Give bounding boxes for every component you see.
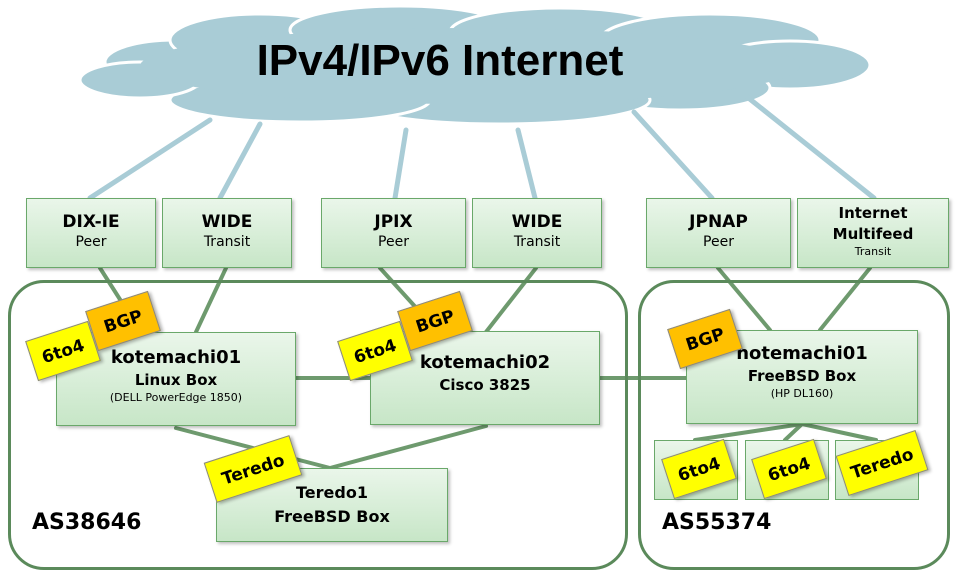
upstream-type: Transit (854, 245, 892, 258)
router-name: kotemachi01 (110, 347, 242, 368)
upstream-name: JPIX (374, 212, 413, 232)
router-hardware: (HP DL160) (770, 387, 834, 400)
upstream-wide-2: WIDE Transit (472, 198, 602, 268)
upstream-jpnap: JPNAP Peer (646, 198, 791, 268)
upstream-name-line1: Internet (838, 204, 908, 222)
as-group-38646 (8, 280, 628, 570)
router-model: FreeBSD Box (274, 507, 390, 526)
as-label-38646: AS38646 (32, 510, 142, 535)
upstream-name: WIDE (511, 212, 563, 232)
router-model: Linux Box (134, 371, 218, 389)
internet-cloud-title: IPv4/IPv6 Internet (256, 36, 624, 85)
upstream-type: Transit (513, 234, 561, 250)
as-label-55374: AS55374 (662, 510, 772, 535)
router-model: Cisco 3825 (439, 376, 531, 394)
as-group-55374 (638, 280, 950, 570)
upstream-name: WIDE (201, 212, 253, 232)
upstream-jpix: JPIX Peer (321, 198, 466, 268)
router-model: FreeBSD Box (747, 367, 857, 385)
upstream-dix-ie: DIX-IE Peer (26, 198, 156, 268)
router-name: notemachi01 (736, 343, 868, 364)
upstream-wide-1: WIDE Transit (162, 198, 292, 268)
router-name: kotemachi02 (419, 352, 551, 373)
upstream-name-line2: Multifeed (832, 225, 914, 243)
upstream-type: Peer (378, 234, 409, 250)
upstream-name: DIX-IE (62, 212, 120, 232)
upstream-name: JPNAP (689, 212, 748, 232)
router-kotemachi02: kotemachi02 Cisco 3825 (370, 331, 600, 425)
upstream-internet-multifeed: Internet Multifeed Transit (797, 198, 949, 268)
router-name: Teredo1 (296, 483, 368, 502)
upstream-type: Peer (703, 234, 734, 250)
router-teredo1: Teredo1 FreeBSD Box (216, 468, 448, 542)
internal-links (98, 266, 878, 470)
router-hardware: (DELL PowerEdge 1850) (109, 391, 243, 404)
upstream-type: Transit (203, 234, 251, 250)
upstream-type: Peer (75, 234, 107, 250)
internet-links (87, 93, 877, 201)
